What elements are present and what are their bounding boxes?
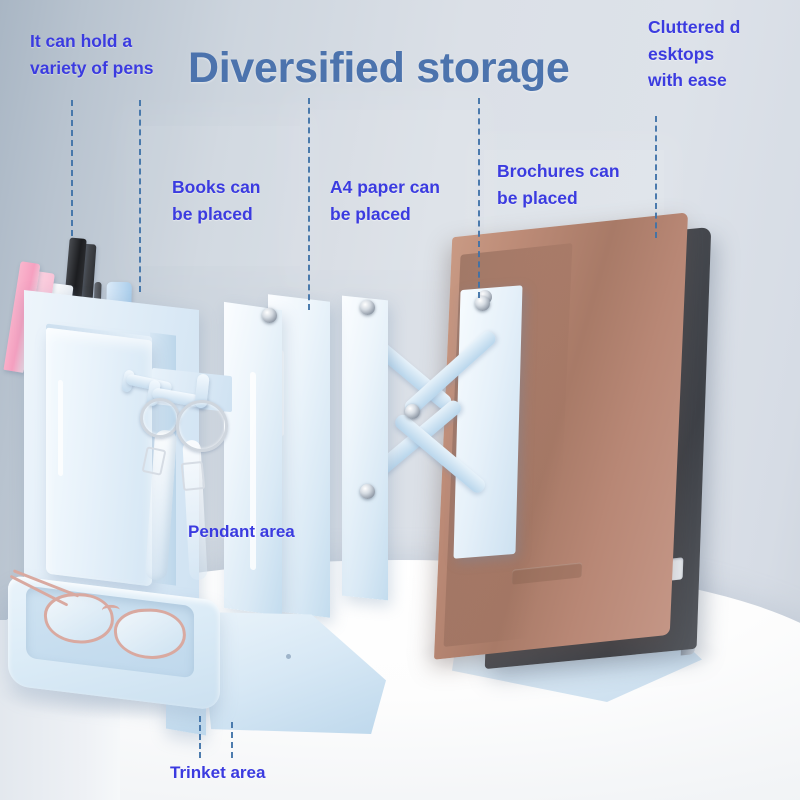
keyring [176,400,228,452]
page-title: Diversified storage [188,44,570,92]
callout-desktops-line3: with ease [648,70,727,91]
linkage-rivet [405,404,420,419]
callout-a4-line2: be placed [330,203,411,224]
linkage-rivet [262,308,277,323]
callout-a4-line1: A4 paper can [330,177,440,197]
callout-desktops-line2: esktops [648,43,715,64]
callout-books-line2: be placed [172,203,253,224]
callout-desktops: Cluttered d esktops with ease [648,14,766,94]
divider-plate-3 [342,295,388,601]
leader-line-pens [71,100,73,236]
eyeglass-lens [41,592,117,645]
callout-trinket: Trinket area [170,763,266,782]
leader-line-trinket-2 [231,722,233,758]
linkage-rivet [475,296,490,311]
callout-books-line1: Books can [172,177,261,197]
callout-books: Books can be placed [172,174,292,227]
pen-holder-slot [58,379,63,477]
base-foot-hole [286,654,291,659]
callout-brochures: Brochures can be placed [497,158,647,211]
leader-line-books [308,98,310,310]
divider-plate-right [453,285,523,559]
callout-a4-paper: A4 paper can be placed [330,174,470,227]
callout-pens-line2: variety of pens [30,57,154,78]
eyeglass-bridge [101,604,121,617]
eyeglass-lens [111,608,189,660]
linkage-rivet [360,300,375,315]
leader-line-desktops [655,116,657,238]
callout-pendant: Pendant area [188,522,295,541]
callout-pens-line1: It can hold a [30,31,133,51]
callout-desktops-line1: Cluttered d [648,17,741,37]
keyring-charm [180,460,206,492]
callout-brochures-line2: be placed [497,187,578,208]
background-panel-center [300,110,475,270]
background-panel-left [140,126,300,266]
linkage-rivet [360,484,375,499]
callout-pens: It can hold a variety of pens [30,28,190,81]
leader-line-pens-2 [139,100,141,292]
callout-brochures-line1: Brochures can [497,161,620,181]
leader-line-trinket-1 [199,716,201,758]
leader-line-a4 [478,98,480,298]
